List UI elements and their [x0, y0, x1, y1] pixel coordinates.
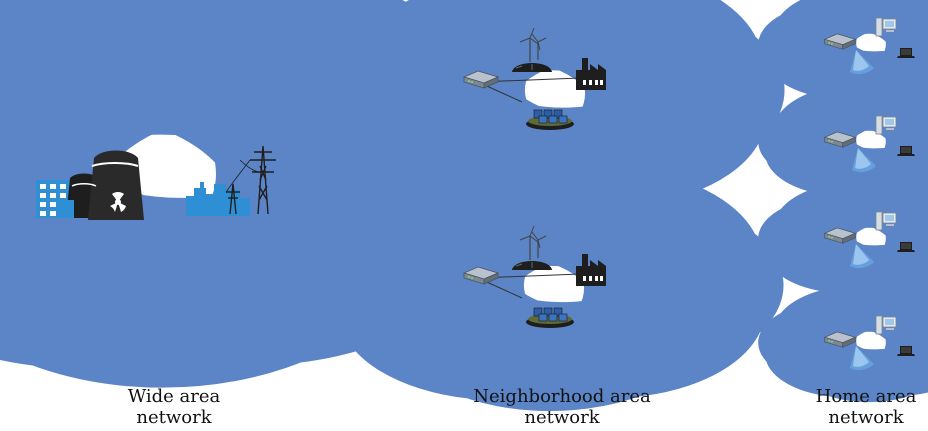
wan-label: Wide area network: [98, 386, 250, 428]
han-label: Home area network: [808, 386, 924, 428]
han-label-line2: network: [828, 407, 904, 428]
han-label-line1: Home area: [815, 386, 917, 407]
city-skyline-icon: [186, 182, 250, 216]
nan-label-line1: Neighborhood area: [473, 386, 651, 407]
han-cloud-2: [822, 113, 920, 172]
han-cloud-1: [822, 16, 920, 74]
nan-cloud-2: [454, 226, 653, 338]
wan-label-line2: network: [136, 407, 212, 428]
nuclear-plant-icon: [60, 150, 144, 220]
nan-label: Neighborhood area network: [462, 386, 662, 428]
nan-label-line2: network: [524, 407, 600, 428]
transmission-tower-icon: [225, 145, 276, 215]
wan-label-line1: Wide area: [127, 386, 221, 407]
nan-cloud-1: [455, 28, 654, 145]
han-cloud-4: [822, 314, 920, 370]
han-cloud-3: [822, 210, 920, 268]
wan-cloud: [12, 71, 325, 261]
